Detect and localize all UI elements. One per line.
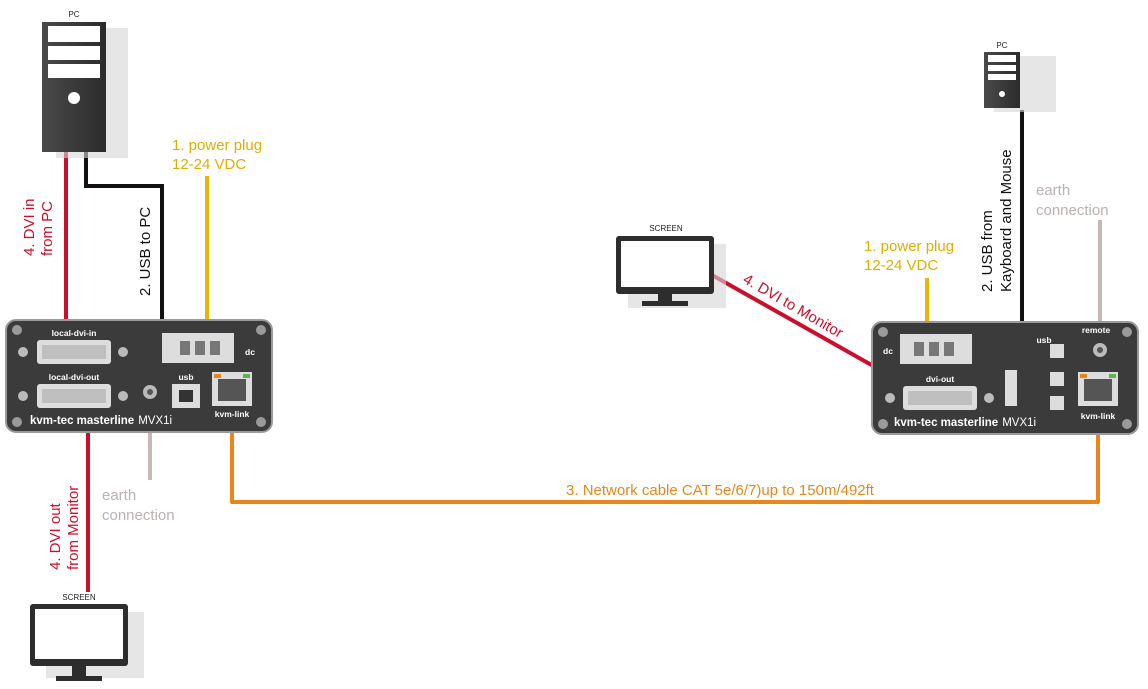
left-kvm-extender <box>5 319 273 433</box>
network-cable-label: 3. Network cable CAT 5e/6/7)up to 150m/4… <box>566 482 875 499</box>
left-port-dc-label: dc <box>245 347 255 357</box>
right-port-dc-label: dc <box>883 346 893 356</box>
left-pc-label: PC <box>68 10 79 19</box>
network-cable <box>230 402 1100 504</box>
right-pc-label: PC <box>996 41 1007 50</box>
right-screen-label: SCREEN <box>649 224 683 233</box>
right-pc-tower <box>984 52 1056 112</box>
left-port-link-label: kvm-link <box>215 409 250 419</box>
left-usb-label: 2. USB to PC <box>137 207 154 296</box>
right-port-dvi-out-label: dvi-out <box>926 374 954 384</box>
left-screen-label: SCREEN <box>62 593 96 602</box>
right-dvi-label: 4. DVI to Monitor <box>740 271 846 342</box>
right-monitor <box>616 236 726 308</box>
left-port-usb-label: usb <box>178 372 193 382</box>
right-port-remote-label: remote <box>1082 325 1111 335</box>
left-pc-tower <box>42 22 128 158</box>
left-dvi-in-label: 4. DVI infrom PC <box>21 198 56 256</box>
right-port-usb-label: usb <box>1036 335 1051 345</box>
right-port-link-label: kvm-link <box>1081 411 1116 421</box>
left-monitor <box>30 604 144 681</box>
left-port-dvi-in-label: local-dvi-in <box>52 328 97 338</box>
left-dvi-out-label: 4. DVI outfrom Monitor <box>47 486 82 570</box>
right-kvm-extender <box>871 321 1139 435</box>
left-port-dvi-out-label: local-dvi-out <box>49 372 100 382</box>
